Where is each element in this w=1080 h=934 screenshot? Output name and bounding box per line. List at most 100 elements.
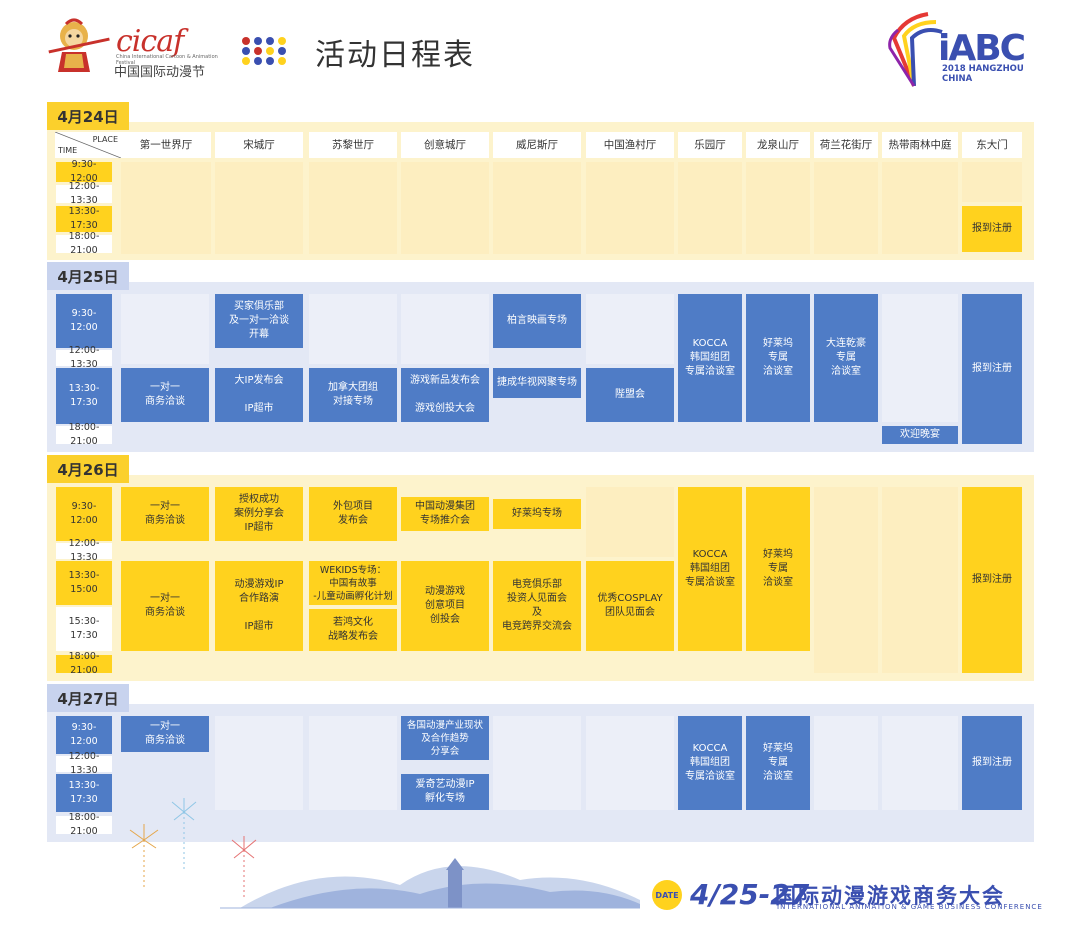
empty-slot (814, 162, 878, 254)
venue-header: 荷兰花街厅 (814, 132, 878, 158)
event-card[interactable]: 动漫游戏IP 合作路演 IP超市 (215, 561, 303, 651)
time-slot: 12:00-13:30 (56, 751, 112, 776)
empty-slot (746, 162, 810, 254)
empty-slot (493, 716, 581, 810)
cicaf-chinese-name: 中国国际动漫节 (114, 65, 206, 80)
empty-slot (586, 294, 674, 364)
cicaf-wordmark: cicaf (116, 24, 184, 59)
event-registration[interactable]: 报到注册 (962, 294, 1022, 444)
empty-slot (586, 716, 674, 810)
event-card[interactable]: 动漫游戏 创意项目 创投会 (401, 561, 489, 651)
empty-slot (586, 162, 674, 254)
event-registration[interactable]: 报到注册 (962, 206, 1022, 252)
venue-header: 宋城厅 (215, 132, 303, 158)
empty-slot (882, 716, 958, 810)
time-slot: 12:00-13:30 (56, 181, 112, 206)
time-slot: 13:30-17:30 (56, 206, 112, 232)
conference-dates: 4/25-27 (690, 878, 810, 911)
venue-header: 威尼斯厅 (493, 132, 581, 158)
event-card[interactable]: WEKIDS专场： 中国有故事 -儿童动画孵化计划 (309, 561, 397, 605)
day-section-0426: 4月26日 9:30-12:00 12:00-13:30 13:30-15:00… (47, 455, 1034, 681)
time-slot: 13:30-15:00 (56, 561, 112, 605)
event-card[interactable]: 游戏新品发布会 游戏创投大会 (401, 368, 489, 422)
event-card[interactable]: 授权成功 案例分享会 IP超市 (215, 487, 303, 541)
time-slot: 13:30-17:30 (56, 368, 112, 424)
empty-slot (401, 294, 489, 364)
event-card[interactable]: 大IP发布会 IP超市 (215, 368, 303, 422)
empty-slot (882, 162, 958, 254)
empty-slot (309, 716, 397, 810)
event-card[interactable]: 大连乾豪 专属 洽谈室 (814, 294, 878, 422)
empty-slot (121, 294, 209, 364)
time-slot: 18:00-21:00 (56, 231, 112, 256)
empty-slot (814, 716, 878, 810)
date-tab: 4月25日 (47, 262, 129, 290)
venue-header: 东大门 (962, 132, 1022, 158)
event-card[interactable]: 陛盟会 (586, 368, 674, 422)
date-tab: 4月26日 (47, 455, 129, 483)
event-card[interactable]: 电竞俱乐部 投资人见面会 及 电竞跨界交流会 (493, 561, 581, 651)
page-title: 活动日程表 (315, 38, 475, 73)
event-card[interactable]: KOCCA 韩国组团 专属洽谈室 (678, 716, 742, 810)
time-slot: 15:30-17:30 (56, 607, 112, 651)
event-card[interactable]: 柏言映画专场 (493, 294, 581, 348)
event-card[interactable]: 捷成华视网聚专场 (493, 368, 581, 398)
corner-header: PLACE TIME (55, 132, 121, 158)
venue-header: 龙泉山厅 (746, 132, 810, 158)
iabc-country: CHINA (942, 74, 973, 84)
empty-slot (493, 162, 581, 254)
event-card[interactable]: 一对一 商务洽谈 (121, 561, 209, 651)
time-slot: 18:00-21:00 (56, 812, 112, 837)
landscape-illustration (120, 790, 640, 920)
venue-header: 热带雨林中庭 (882, 132, 958, 158)
cicaf-english-name: China International Cartoon & Animation … (116, 54, 218, 66)
time-slot: 9:30-12:00 (56, 716, 112, 754)
time-slot: 9:30-12:00 (56, 487, 112, 541)
event-card[interactable]: 好莱坞 专属 洽谈室 (746, 294, 810, 422)
event-card[interactable]: 买家俱乐部 及一对一洽谈 开幕 (215, 294, 303, 348)
time-slot: 13:30-17:30 (56, 774, 112, 812)
day-section-0425: 4月25日 9:30-12:00 12:00-13:30 13:30-17:30… (47, 262, 1034, 452)
event-card[interactable]: 一对一 商务洽谈 (121, 487, 209, 541)
date-badge-icon: DATE (652, 880, 682, 910)
empty-slot (962, 162, 1022, 202)
event-card[interactable]: 好莱坞专场 (493, 499, 581, 529)
event-card[interactable]: KOCCA 韩国组团 专属洽谈室 (678, 487, 742, 651)
event-card[interactable]: 优秀COSPLAY 团队见面会 (586, 561, 674, 651)
empty-slot (814, 487, 878, 673)
event-card[interactable]: 好莱坞 专属 洽谈室 (746, 716, 810, 810)
day-section-0424: 4月24日 PLACE TIME 第一世界厅 宋城厅 苏黎世厅 创意城厅 威尼斯… (47, 102, 1034, 260)
event-registration[interactable]: 报到注册 (962, 487, 1022, 673)
empty-slot (882, 487, 958, 673)
venue-header: 苏黎世厅 (309, 132, 397, 158)
event-card[interactable]: 好莱坞 专属 洽谈室 (746, 487, 810, 651)
event-card[interactable]: 外包项目 发布会 (309, 487, 397, 541)
empty-slot (678, 162, 742, 254)
time-label: TIME (58, 146, 78, 155)
empty-slot (401, 162, 489, 254)
event-card[interactable]: 一对一 商务洽谈 (121, 716, 209, 752)
time-slot: 18:00-21:00 (56, 651, 112, 676)
event-registration[interactable]: 报到注册 (962, 716, 1022, 810)
event-card[interactable]: 一对一 商务洽谈 (121, 368, 209, 422)
time-slot: 12:00-13:30 (56, 345, 112, 370)
date-tab: 4月24日 (47, 102, 129, 130)
place-label: PLACE (92, 135, 118, 144)
conference-title: 国际动漫游戏商务大会 (775, 884, 1005, 908)
event-card[interactable]: 各国动漫产业现状 及合作趋势 分享会 (401, 716, 489, 760)
date-tab: 4月27日 (47, 684, 129, 712)
event-card[interactable]: 若鸿文化 战略发布会 (309, 609, 397, 651)
event-card[interactable]: KOCCA 韩国组团 专属洽谈室 (678, 294, 742, 422)
venue-header: 第一世界厅 (121, 132, 211, 158)
event-card[interactable]: 欢迎晚宴 (882, 426, 958, 444)
empty-slot (309, 162, 397, 254)
empty-slot (586, 487, 674, 557)
time-slot: 12:00-13:30 (56, 538, 112, 563)
empty-slot (215, 162, 303, 254)
event-card[interactable]: 爱奇艺动漫IP 孵化专场 (401, 774, 489, 810)
iabc-wordmark: iABC (938, 28, 1026, 69)
venue-header: 乐园厅 (678, 132, 742, 158)
event-card[interactable]: 加拿大团组 对接专场 (309, 368, 397, 422)
event-card[interactable]: 中国动漫集团 专场推介会 (401, 497, 489, 531)
cicaf-logo (44, 14, 114, 76)
